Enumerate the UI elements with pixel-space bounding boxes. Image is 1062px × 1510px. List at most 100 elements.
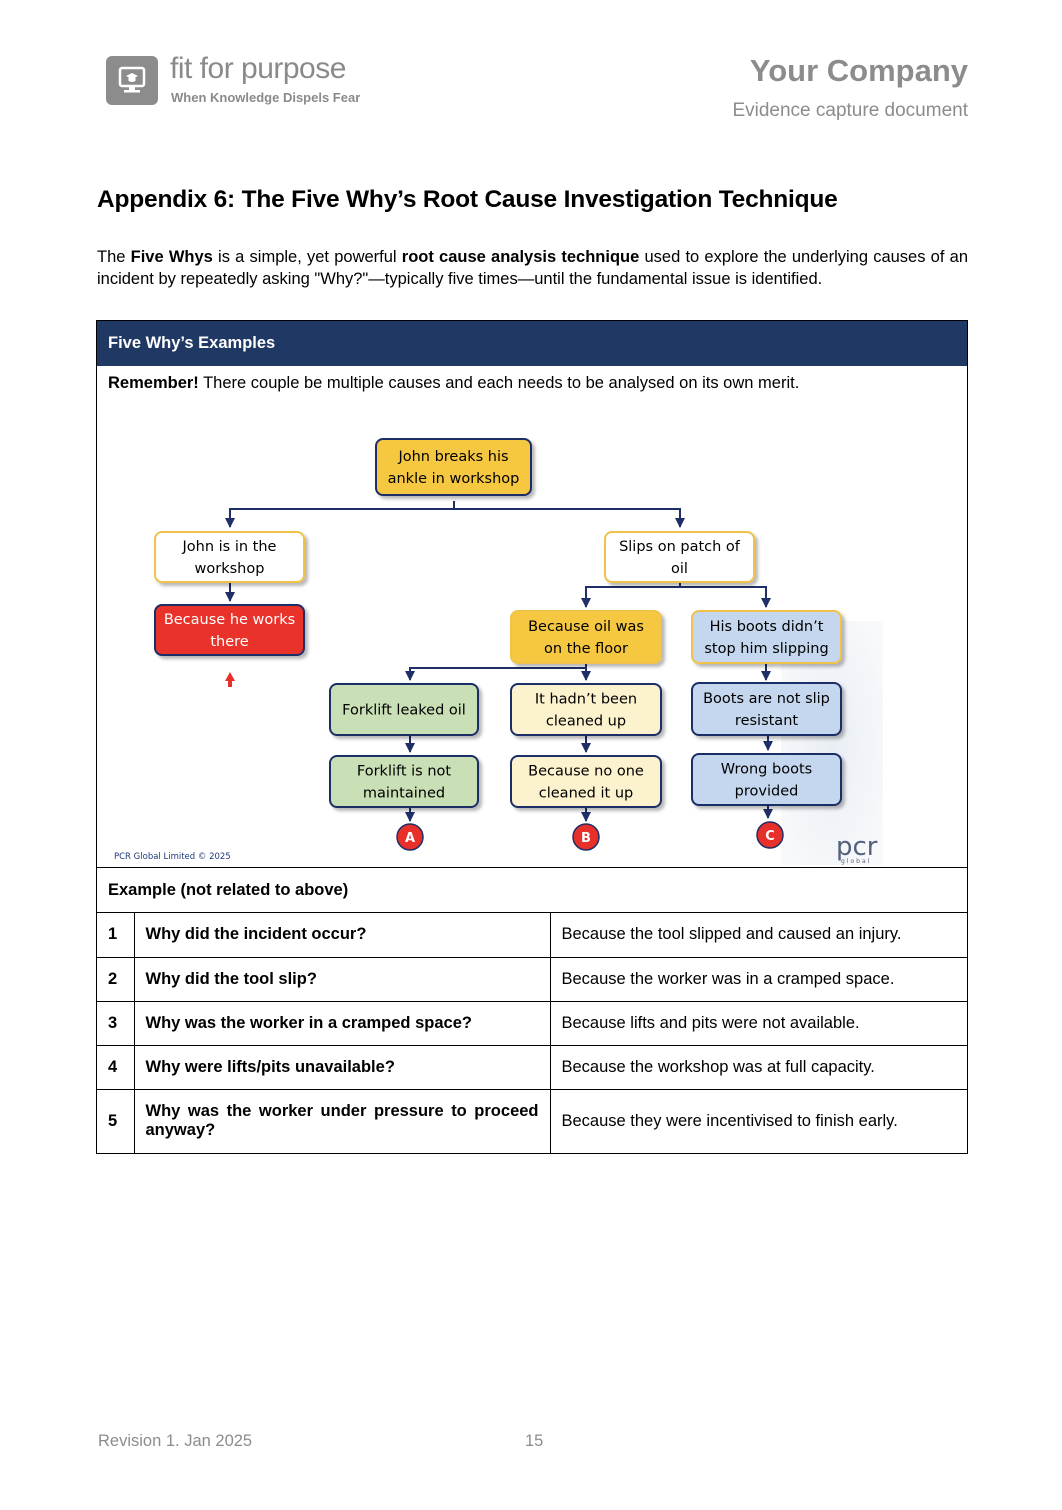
row-number: 4 bbox=[97, 1044, 135, 1090]
pcr-logo-sub: global bbox=[841, 858, 871, 865]
node-label: Because oil was bbox=[528, 619, 644, 635]
row-number: 1 bbox=[97, 913, 135, 958]
question-cell: Why did the tool slip? bbox=[133, 956, 551, 1002]
remember-label: Remember! bbox=[108, 374, 199, 392]
marker-circle bbox=[572, 823, 600, 851]
node-john-in-workshop: John is in the workshop bbox=[154, 531, 305, 583]
marker-circle bbox=[396, 823, 424, 851]
row-number: 3 bbox=[97, 1000, 135, 1046]
node-label: resistant bbox=[735, 713, 798, 729]
node-box bbox=[329, 755, 479, 808]
answer-cell: Because the tool slipped and caused an i… bbox=[549, 913, 967, 958]
five-whys-examples-box: Five Why’s Examples Remember! There coup… bbox=[96, 320, 968, 1154]
node-label: Forklift is not bbox=[357, 764, 452, 780]
node-box bbox=[510, 683, 662, 736]
row-number: 2 bbox=[97, 956, 135, 1002]
node-box bbox=[510, 755, 662, 808]
diagram-connectors bbox=[225, 501, 773, 822]
pcr-logo: pcr bbox=[836, 832, 878, 862]
footer-page-number: 15 bbox=[525, 1432, 544, 1450]
brand-name: fit for purpose bbox=[170, 52, 346, 85]
row-number: 5 bbox=[97, 1088, 135, 1153]
intro-paragraph: The Five Whys is a simple, yet powerful … bbox=[97, 247, 968, 290]
node-label: ankle in workshop bbox=[388, 471, 520, 487]
node-forklift-not-maintained: Forklift is not maintained bbox=[329, 755, 479, 808]
node-label: Wrong boots bbox=[721, 762, 812, 778]
node-root: John breaks his ankle in workshop bbox=[375, 438, 532, 496]
document-type: Evidence capture document bbox=[732, 100, 968, 121]
node-box bbox=[510, 610, 662, 664]
question-cell: Why were lifts/pits unavailable? bbox=[133, 1044, 551, 1090]
node-label: John is in the bbox=[182, 539, 277, 555]
marker-c: C bbox=[756, 821, 784, 849]
examples-heading: Five Why’s Examples bbox=[97, 321, 967, 366]
answer-cell: Because the worker was in a cramped spac… bbox=[549, 956, 967, 1002]
question-cell: Why was the worker in a cramped space? bbox=[133, 1000, 551, 1046]
node-oil-on-floor: Because oil was on the floor bbox=[510, 610, 662, 664]
answer-cell: Because lifts and pits were not availabl… bbox=[549, 1000, 967, 1046]
node-label: stop him slipping bbox=[704, 641, 828, 657]
marker-label: C bbox=[765, 829, 775, 844]
question-cell: Why did the incident occur? bbox=[133, 913, 551, 958]
example-heading: Example (not related to above) bbox=[97, 867, 967, 913]
node-box bbox=[691, 753, 842, 806]
node-label: on the floor bbox=[544, 641, 628, 657]
answer-cell: Because they were incentivised to finish… bbox=[549, 1088, 967, 1153]
marker-label: B bbox=[581, 831, 591, 846]
node-box bbox=[691, 682, 842, 736]
node-label: Boots are not slip bbox=[703, 691, 830, 707]
node-label: maintained bbox=[363, 786, 445, 802]
node-boots-did-not-stop: His boots didn’t stop him slipping bbox=[691, 610, 842, 664]
marker-b: B bbox=[572, 823, 600, 851]
brand-logo-icon bbox=[106, 56, 158, 105]
remember-text: There couple be multiple causes and each… bbox=[198, 374, 800, 392]
marker-a: A bbox=[396, 823, 424, 851]
node-label: Forklift leaked oil bbox=[342, 703, 466, 719]
question-cell: Why was the worker under pressure to pro… bbox=[133, 1088, 551, 1153]
remember-note: Remember! There couple be multiple cause… bbox=[108, 374, 799, 393]
answer-cell: Because the workshop was at full capacit… bbox=[549, 1044, 967, 1090]
brand-tagline: When Knowledge Dispels Fear bbox=[171, 90, 361, 105]
up-arrow-icon bbox=[225, 672, 235, 687]
node-box bbox=[154, 531, 305, 583]
node-forklift-leaked: Forklift leaked oil bbox=[329, 683, 479, 736]
intro-text-3: used to explore the underlying causes of… bbox=[97, 248, 968, 288]
marker-circle bbox=[756, 821, 784, 849]
node-label: workshop bbox=[195, 561, 265, 577]
node-label: there bbox=[210, 634, 248, 650]
node-box bbox=[691, 610, 842, 664]
node-label: Because no one bbox=[528, 764, 644, 780]
node-label: provided bbox=[735, 784, 799, 800]
node-label: His boots didn’t bbox=[710, 619, 824, 635]
node-label: cleaned up bbox=[546, 714, 626, 730]
node-box bbox=[154, 604, 305, 656]
node-because-works-there: Because he works there bbox=[154, 604, 305, 656]
footer-revision: Revision 1. Jan 2025 bbox=[98, 1432, 253, 1450]
page-title: Appendix 6: The Five Why’s Root Cause In… bbox=[97, 186, 838, 213]
company-name: Your Company bbox=[749, 53, 968, 88]
node-label: John breaks his bbox=[397, 449, 508, 465]
node-not-cleaned-up: It hadn’t been cleaned up bbox=[510, 683, 662, 736]
marker-label: A bbox=[405, 831, 415, 846]
node-box bbox=[604, 531, 755, 583]
node-label: Because he works bbox=[164, 612, 295, 628]
diagram-copyright: PCR Global Limited © 2025 bbox=[114, 852, 231, 862]
node-box bbox=[375, 438, 532, 496]
intro-text-2: is a simple, yet powerful bbox=[212, 248, 402, 266]
intro-bold-five-whys: Five Whys bbox=[130, 248, 213, 266]
node-boots-not-resistant: Boots are not slip resistant bbox=[691, 682, 842, 736]
intro-bold-technique: root cause analysis technique bbox=[401, 248, 640, 266]
node-label: oil bbox=[671, 561, 688, 577]
node-wrong-boots: Wrong boots provided bbox=[691, 753, 842, 806]
node-label: It hadn’t been bbox=[535, 692, 637, 708]
intro-text-1: The bbox=[97, 248, 131, 266]
